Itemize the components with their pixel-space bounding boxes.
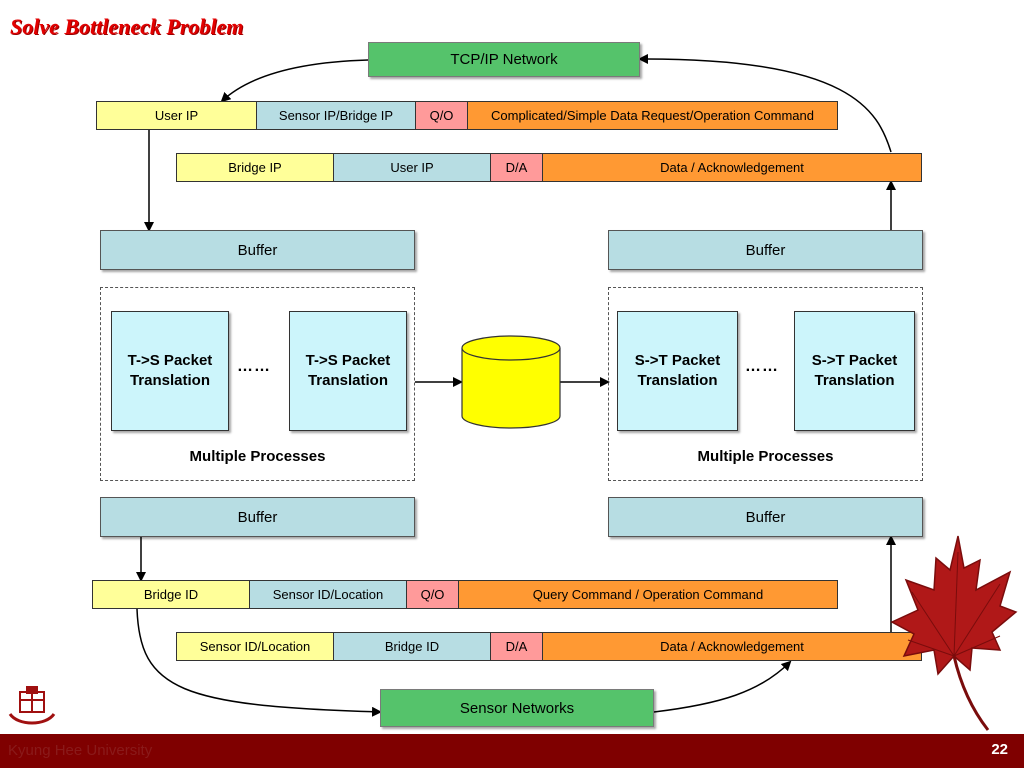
university-logo-icon	[8, 686, 56, 725]
buffer-label: Buffer	[237, 508, 278, 526]
university-name: Kyung Hee University	[8, 742, 153, 759]
field-sensor-bridge-ip: Sensor IP/Bridge IP	[257, 102, 416, 129]
process-label: Translation	[637, 372, 718, 389]
field-da: D/A	[491, 154, 543, 181]
process-label: Translation	[814, 372, 895, 389]
buffer-top-left: Buffer	[100, 230, 415, 270]
multiple-processes-label: Multiple Processes	[189, 448, 326, 465]
field-data-ack: Data / Acknowledgement	[543, 154, 921, 181]
tcpip-network-box: TCP/IP Network	[368, 42, 640, 77]
sensor-networks-label: Sensor Networks	[459, 699, 575, 717]
database-icon	[461, 335, 561, 429]
page-title: Solve Bottleneck Problem	[10, 14, 244, 39]
field-sensor-id-location: Sensor ID/Location	[250, 581, 407, 608]
field-query-command: Query Command / Operation Command	[459, 581, 837, 608]
ellipsis: ……	[237, 358, 271, 375]
multiple-processes-label: Multiple Processes	[697, 448, 834, 465]
process-label: S->T Packet	[811, 352, 898, 369]
process-label: Translation	[129, 372, 210, 389]
field-data-ack: Data / Acknowledgement	[543, 633, 921, 660]
field-sensor-id-location: Sensor ID/Location	[177, 633, 334, 660]
process-label: T->S Packet	[305, 352, 391, 369]
bridge-query-packet: Bridge ID Sensor ID/Location Q/O Query C…	[92, 580, 838, 609]
s2t-process-group	[608, 287, 923, 481]
process-label: S->T Packet	[634, 352, 721, 369]
buffer-label: Buffer	[745, 508, 786, 526]
page-number: 22	[991, 741, 1008, 758]
process-label: Translation	[307, 372, 388, 389]
field-bridge-id: Bridge ID	[93, 581, 250, 608]
ellipsis: ……	[745, 358, 779, 375]
user-request-packet: User IP Sensor IP/Bridge IP Q/O Complica…	[96, 101, 838, 130]
tcpip-network-label: TCP/IP Network	[450, 51, 558, 68]
field-user-ip: User IP	[334, 154, 491, 181]
field-qo: Q/O	[407, 581, 459, 608]
maple-leaf-icon	[890, 535, 1018, 731]
field-bridge-ip: Bridge IP	[177, 154, 334, 181]
field-qo: Q/O	[416, 102, 468, 129]
t2s-process-group	[100, 287, 415, 481]
sensor-response-packet: Sensor ID/Location Bridge ID D/A Data / …	[176, 632, 922, 661]
buffer-bottom-left: Buffer	[100, 497, 415, 537]
bridge-response-packet: Bridge IP User IP D/A Data / Acknowledge…	[176, 153, 922, 182]
buffer-label: Buffer	[745, 241, 786, 259]
footer-bar: Kyung Hee University 22	[0, 734, 1024, 768]
field-user-ip: User IP	[97, 102, 257, 129]
field-bridge-id: Bridge ID	[334, 633, 491, 660]
sensor-networks-box: Sensor Networks	[380, 689, 654, 727]
field-request-command: Complicated/Simple Data Request/Operatio…	[468, 102, 837, 129]
field-da: D/A	[491, 633, 543, 660]
buffer-label: Buffer	[237, 241, 278, 259]
buffer-top-right: Buffer	[608, 230, 923, 270]
buffer-bottom-right: Buffer	[608, 497, 923, 537]
process-label: T->S Packet	[127, 352, 213, 369]
